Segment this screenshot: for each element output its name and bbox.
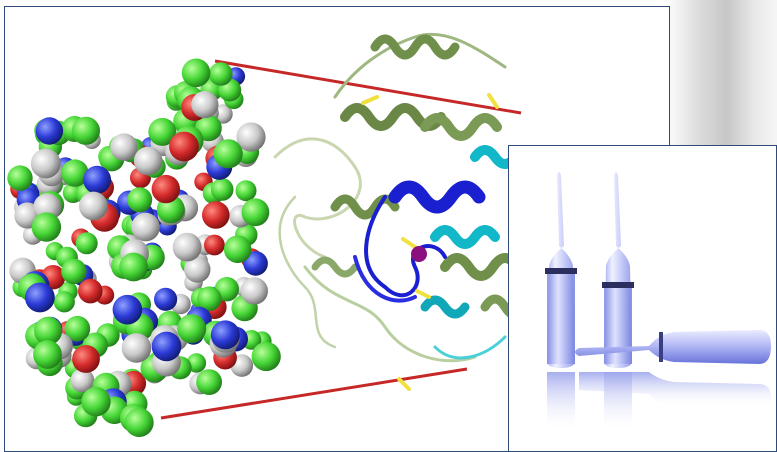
atom [33,340,62,369]
atom [213,139,243,169]
atom [169,131,199,162]
atom [172,232,202,262]
atom [177,314,207,344]
atom [240,277,268,305]
space-filling-molecule [7,58,281,437]
atom [35,117,64,145]
atom [151,174,180,204]
protein-illustration [7,32,540,437]
ampoules-photo-panel [508,145,777,452]
atom [34,316,63,345]
ampoule-lying [575,330,771,364]
atom [131,212,160,242]
connector-line-top [214,59,522,115]
atom [53,291,75,313]
atom [236,122,266,152]
atom [181,58,211,88]
atom [112,294,143,325]
atom [119,252,148,282]
atom [209,62,233,86]
atom [133,146,163,176]
atom [121,333,152,363]
atom [202,201,230,229]
glass-ampoules-illustration [545,172,771,432]
atom [243,251,268,276]
atom [223,235,252,264]
atom [204,234,225,256]
atom [31,212,62,242]
atom [61,258,87,285]
atom [83,165,112,194]
ampoule-upright-2 [602,172,634,368]
ribbon-protein [273,32,540,391]
atom [235,180,257,202]
atom [151,331,182,362]
atom [184,256,211,283]
atom [71,116,100,145]
atom [127,187,153,213]
atom [148,117,177,146]
atom [110,133,138,161]
atom [197,286,222,312]
atom [78,278,103,304]
ampoule-upright-1 [545,172,577,368]
ampoule-reflections [547,372,771,432]
atom [64,315,91,342]
atom [196,369,223,395]
atom [210,320,240,350]
atom [241,198,270,227]
atom [79,191,108,221]
atom [191,91,219,119]
atom [154,287,178,311]
atom [25,282,55,313]
atom [81,387,111,417]
atom [70,368,95,393]
atom [75,232,98,255]
atom [61,159,89,187]
atom [30,148,61,179]
atom [210,178,234,201]
atom [7,165,33,191]
atom [124,408,154,437]
connector-line-bottom [160,367,468,420]
atom [72,345,100,373]
atom [251,341,281,372]
